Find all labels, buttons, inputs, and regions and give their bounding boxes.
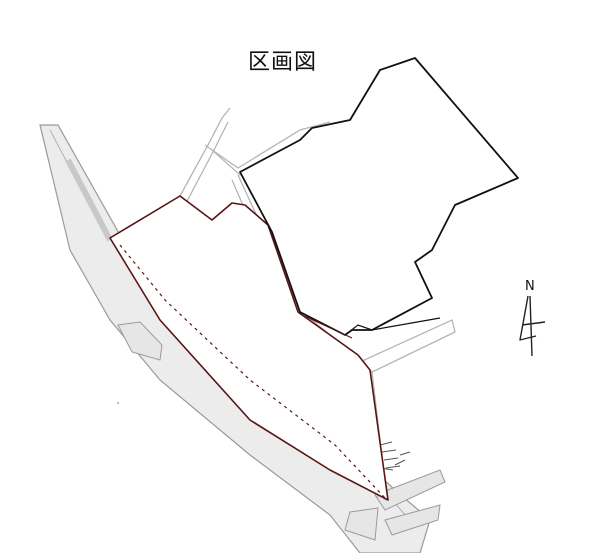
north-label: N: [525, 279, 535, 294]
north-arrow: N: [519, 279, 546, 357]
junction-roads: [344, 441, 446, 541]
parcel-boundaries: [109, 57, 519, 501]
map-title: 区画図: [248, 50, 318, 75]
